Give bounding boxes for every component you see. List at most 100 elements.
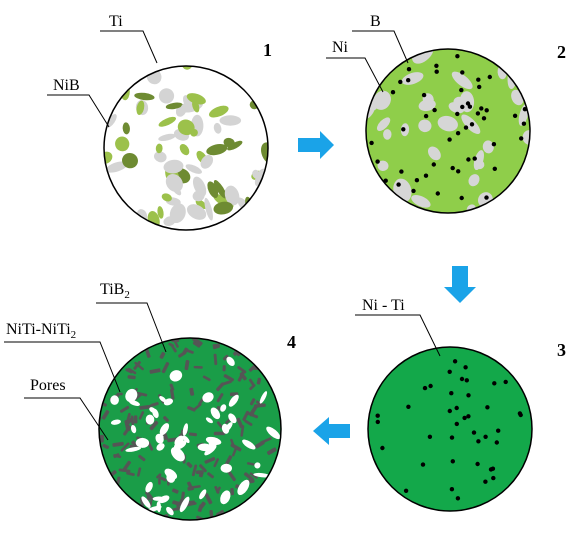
nib-ti-particle — [106, 114, 117, 128]
pore — [164, 468, 178, 480]
niti-niti2-particle — [242, 410, 250, 421]
niti-niti2-particle — [244, 419, 253, 426]
label-tib2: TiB2 — [100, 281, 130, 301]
stage-1-border — [103, 65, 269, 231]
niti-niti2-particle — [101, 410, 110, 420]
niti-niti2-particle — [239, 372, 247, 381]
label-tib2-base: TiB — [100, 281, 124, 298]
niti-niti2-particle — [189, 387, 195, 396]
niti-niti2-particle — [240, 425, 245, 437]
nib-ti-particle — [223, 137, 235, 148]
pore — [210, 407, 221, 420]
pore — [130, 424, 137, 434]
nib-ti-particle — [190, 128, 198, 137]
b-particle — [373, 90, 391, 110]
niti-dot — [447, 369, 452, 374]
pore — [182, 435, 190, 444]
niti-niti2-particle — [131, 440, 139, 448]
arrow-left — [313, 417, 350, 445]
niti-niti2-particle — [199, 464, 207, 473]
b-particle — [451, 71, 473, 90]
leader-ti — [100, 30, 158, 64]
niti-niti2-particle — [135, 391, 148, 397]
niti-niti2-particle — [118, 468, 131, 473]
pore — [110, 395, 119, 405]
niti-niti2-particle — [145, 490, 155, 502]
pore — [110, 419, 121, 425]
nib-ti-particle — [206, 143, 228, 156]
stage-4-particles — [99, 338, 281, 520]
nib-ti-particle — [208, 105, 229, 118]
niti-dot — [427, 434, 433, 439]
ni-dot — [481, 116, 487, 121]
pore — [163, 398, 174, 406]
ni-dot — [414, 178, 420, 183]
niti-niti2-particle — [187, 481, 194, 491]
niti-niti2-particle — [197, 504, 204, 512]
nib-ti-particle — [179, 144, 190, 156]
nib-ti-particle — [195, 199, 207, 210]
niti-niti2-particle — [223, 374, 235, 382]
label-ti: Ti — [109, 13, 123, 30]
pore — [145, 481, 153, 493]
ni-dot — [519, 136, 524, 141]
nib-ti-particle — [134, 92, 155, 101]
niti-niti2-particle — [191, 464, 198, 477]
pore — [152, 408, 159, 419]
niti-niti2-particle — [170, 343, 177, 353]
niti-dot — [455, 496, 461, 501]
niti-niti2-particle — [126, 471, 135, 476]
pore — [135, 437, 150, 448]
ni-dot — [460, 104, 465, 110]
niti-niti2-particle — [213, 353, 218, 366]
nib-ti-particle — [104, 151, 113, 164]
niti-niti2-particle — [232, 447, 237, 457]
stage-3: 3 Ni - Ti — [355, 297, 566, 512]
niti-niti2-particle — [246, 462, 255, 466]
niti-niti2-particle — [149, 420, 159, 431]
niti-dot — [459, 376, 465, 382]
niti-niti2-particle — [227, 470, 236, 482]
niti-niti2-particle — [224, 455, 233, 467]
niti-niti2-particle — [253, 403, 266, 408]
nib-ti-particle — [219, 115, 242, 126]
pore — [199, 489, 207, 500]
niti-niti2-particle — [236, 417, 244, 428]
pore — [228, 394, 239, 407]
stage-3-number: 3 — [557, 340, 566, 360]
nib-ti-particle — [204, 197, 213, 221]
ni-dot — [434, 63, 439, 68]
niti-niti2-particle — [173, 340, 179, 348]
b-particle — [482, 140, 494, 154]
stage-4-border — [98, 337, 282, 521]
pore — [158, 495, 170, 504]
leader-pores — [24, 397, 109, 441]
stage-4: 4 TiB2 NiTi-NiTi2 Pores — [4, 281, 296, 521]
nib-ti-particle — [224, 185, 240, 206]
niti-niti2-particle — [184, 360, 190, 371]
ni-dot — [466, 157, 471, 162]
ni-dot — [375, 159, 380, 164]
niti-niti2-particle — [102, 443, 110, 449]
pore — [226, 356, 235, 367]
niti-niti2-particle — [127, 375, 136, 380]
label-niti: Ni - Ti — [362, 297, 405, 314]
ni-dot — [472, 156, 477, 161]
ni-dot — [432, 107, 437, 113]
b-particle — [427, 146, 441, 161]
label-tib2-sub: 2 — [124, 289, 130, 301]
niti-niti2-particle — [149, 368, 161, 374]
niti-niti2-particle — [250, 408, 256, 417]
label-nib: NiB — [53, 77, 80, 94]
ni-dot — [450, 165, 455, 171]
niti-niti2-particle — [195, 470, 204, 475]
nib-ti-particle — [192, 190, 205, 202]
niti-dot — [466, 414, 471, 419]
niti-niti2-particle — [207, 472, 215, 479]
niti-niti2-particle — [123, 425, 132, 436]
niti-dot — [422, 385, 428, 391]
leader-niti-niti2 — [4, 341, 121, 393]
niti-niti2-particle — [222, 365, 226, 372]
niti-dot — [492, 381, 497, 386]
ni-dot — [431, 162, 436, 167]
